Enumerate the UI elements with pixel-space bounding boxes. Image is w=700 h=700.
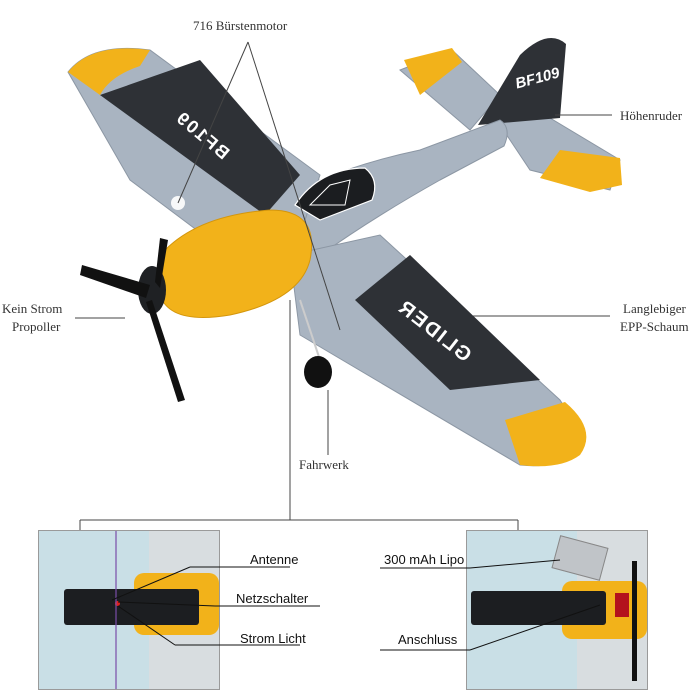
tail-fin bbox=[478, 38, 566, 125]
right-panel-propeller bbox=[632, 561, 637, 681]
wing-left-tip bbox=[68, 48, 150, 95]
power-light-label: Strom Licht bbox=[240, 631, 306, 646]
left-panel-antenna-wire bbox=[115, 531, 117, 689]
right-detail-panel bbox=[466, 530, 648, 690]
connector-label: Anschluss bbox=[398, 632, 458, 647]
battery-label: 300 mAh Lipo bbox=[384, 552, 465, 567]
propeller-callout-line1: Kein Strom bbox=[2, 301, 63, 316]
wing-right-tip bbox=[505, 402, 587, 467]
landing-gear-strut bbox=[299, 299, 321, 361]
motor-callout: 716 Bürstenmotor bbox=[193, 18, 288, 33]
power-switch-label: Netzschalter bbox=[236, 591, 309, 606]
landing-gear-callout: Fahrwerk bbox=[299, 457, 349, 472]
antenna-label: Antenne bbox=[250, 552, 299, 567]
callout-lines bbox=[75, 41, 612, 530]
propeller-blade-1 bbox=[80, 265, 150, 298]
foam-callout-line2: EPP-Schaum bbox=[620, 319, 689, 334]
stabilizer-right-tip bbox=[540, 150, 622, 192]
canopy-frame bbox=[308, 179, 351, 206]
foam-callout-line1: Langlebiger bbox=[623, 301, 686, 316]
landing-gear-wheel bbox=[304, 356, 332, 388]
elevator-callout: Höhenruder bbox=[620, 108, 683, 123]
nose-cowling bbox=[159, 209, 313, 318]
stabilizer-left-tip bbox=[404, 48, 462, 95]
left-panel-led bbox=[115, 601, 120, 606]
left-detail-panel bbox=[38, 530, 220, 690]
propeller-callout-line2: Propoller bbox=[12, 319, 61, 334]
right-panel-switch-module bbox=[471, 591, 606, 625]
right-panel-connector bbox=[615, 593, 629, 617]
wing-right-dark-panel bbox=[355, 255, 540, 390]
propeller-blade-2 bbox=[155, 238, 168, 288]
left-panel-switch-module bbox=[64, 589, 199, 625]
propeller-blade-3 bbox=[146, 300, 185, 402]
wing-left-dark-panel bbox=[100, 60, 300, 215]
canopy bbox=[294, 167, 376, 221]
